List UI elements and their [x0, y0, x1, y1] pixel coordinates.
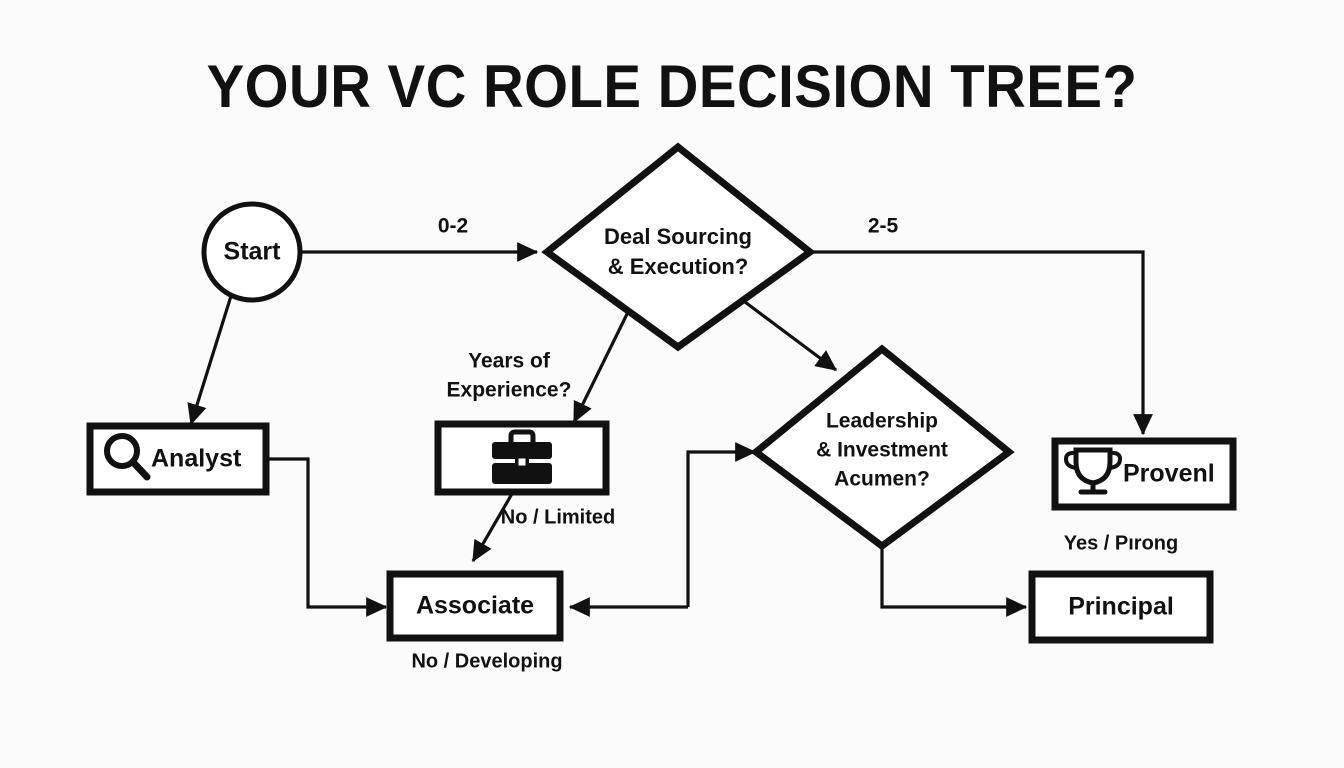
analyst-label: Analyst	[151, 445, 242, 473]
edge-label-zero-to-two: 0-2	[438, 215, 468, 238]
trophy-icon	[1063, 447, 1123, 495]
analyst-box	[86, 422, 270, 496]
experience-box	[434, 420, 610, 496]
node-analyst[interactable]: Analyst	[86, 422, 270, 496]
associate-label: Associate	[416, 592, 534, 620]
leadership-label-line3: Acumen?	[834, 468, 930, 491]
edge-label-years-of-experience-line1: Years of	[468, 350, 551, 373]
leadership-diamond	[750, 344, 1015, 551]
node-principal[interactable]: Principal	[1028, 570, 1214, 644]
edge-label-yes-strong: Yes / Pırong	[1064, 532, 1178, 554]
node-decision-leadership[interactable]: Leadership & Investment Acumen?	[750, 344, 1015, 551]
deal-sourcing-label-line2: & Execution?	[608, 254, 749, 279]
node-proven[interactable]: Provenl	[1051, 437, 1237, 511]
node-decision-deal-sourcing[interactable]: Deal Sourcing & Execution?	[541, 142, 816, 352]
deal-sourcing-label-line1: Deal Sourcing	[604, 224, 752, 249]
start-circle	[201, 201, 303, 303]
edge-rail-to-leadership	[686, 442, 757, 607]
edge-label-no-limited: No / Limited	[501, 506, 615, 528]
edge-sourcing-to-experience	[572, 311, 630, 424]
start-label: Start	[224, 238, 282, 266]
principal-label: Principal	[1068, 593, 1174, 621]
deal-sourcing-diamond	[541, 142, 816, 352]
edge-sourcing-to-proven	[810, 250, 1153, 436]
edge-label-years-of-experience-line2: Experience?	[447, 379, 572, 402]
edge-analyst-to-associate	[266, 457, 388, 617]
briefcase-icon	[492, 429, 552, 484]
principal-box	[1028, 570, 1214, 644]
associate-box	[386, 570, 564, 642]
proven-label: Provenl	[1123, 460, 1215, 488]
page-title: YOUR VC ROLE DECISION TREE?	[206, 53, 1138, 120]
leadership-label-line1: Leadership	[826, 410, 938, 433]
edge-sourcing-to-leadership	[744, 300, 838, 372]
edge-label-no-developing: No / Developing	[411, 650, 562, 672]
node-start[interactable]: Start	[201, 201, 303, 303]
leadership-label-line2: & Investment	[816, 439, 948, 462]
edge-experience-to-associate	[471, 491, 515, 563]
node-experience[interactable]	[434, 420, 610, 496]
edge-start-to-analyst	[187, 295, 233, 426]
edge-label-two-to-five: 2-5	[868, 215, 899, 238]
node-associate[interactable]: Associate	[386, 570, 564, 642]
search-icon	[104, 433, 151, 481]
edge-leadership-to-principal	[880, 546, 1028, 617]
